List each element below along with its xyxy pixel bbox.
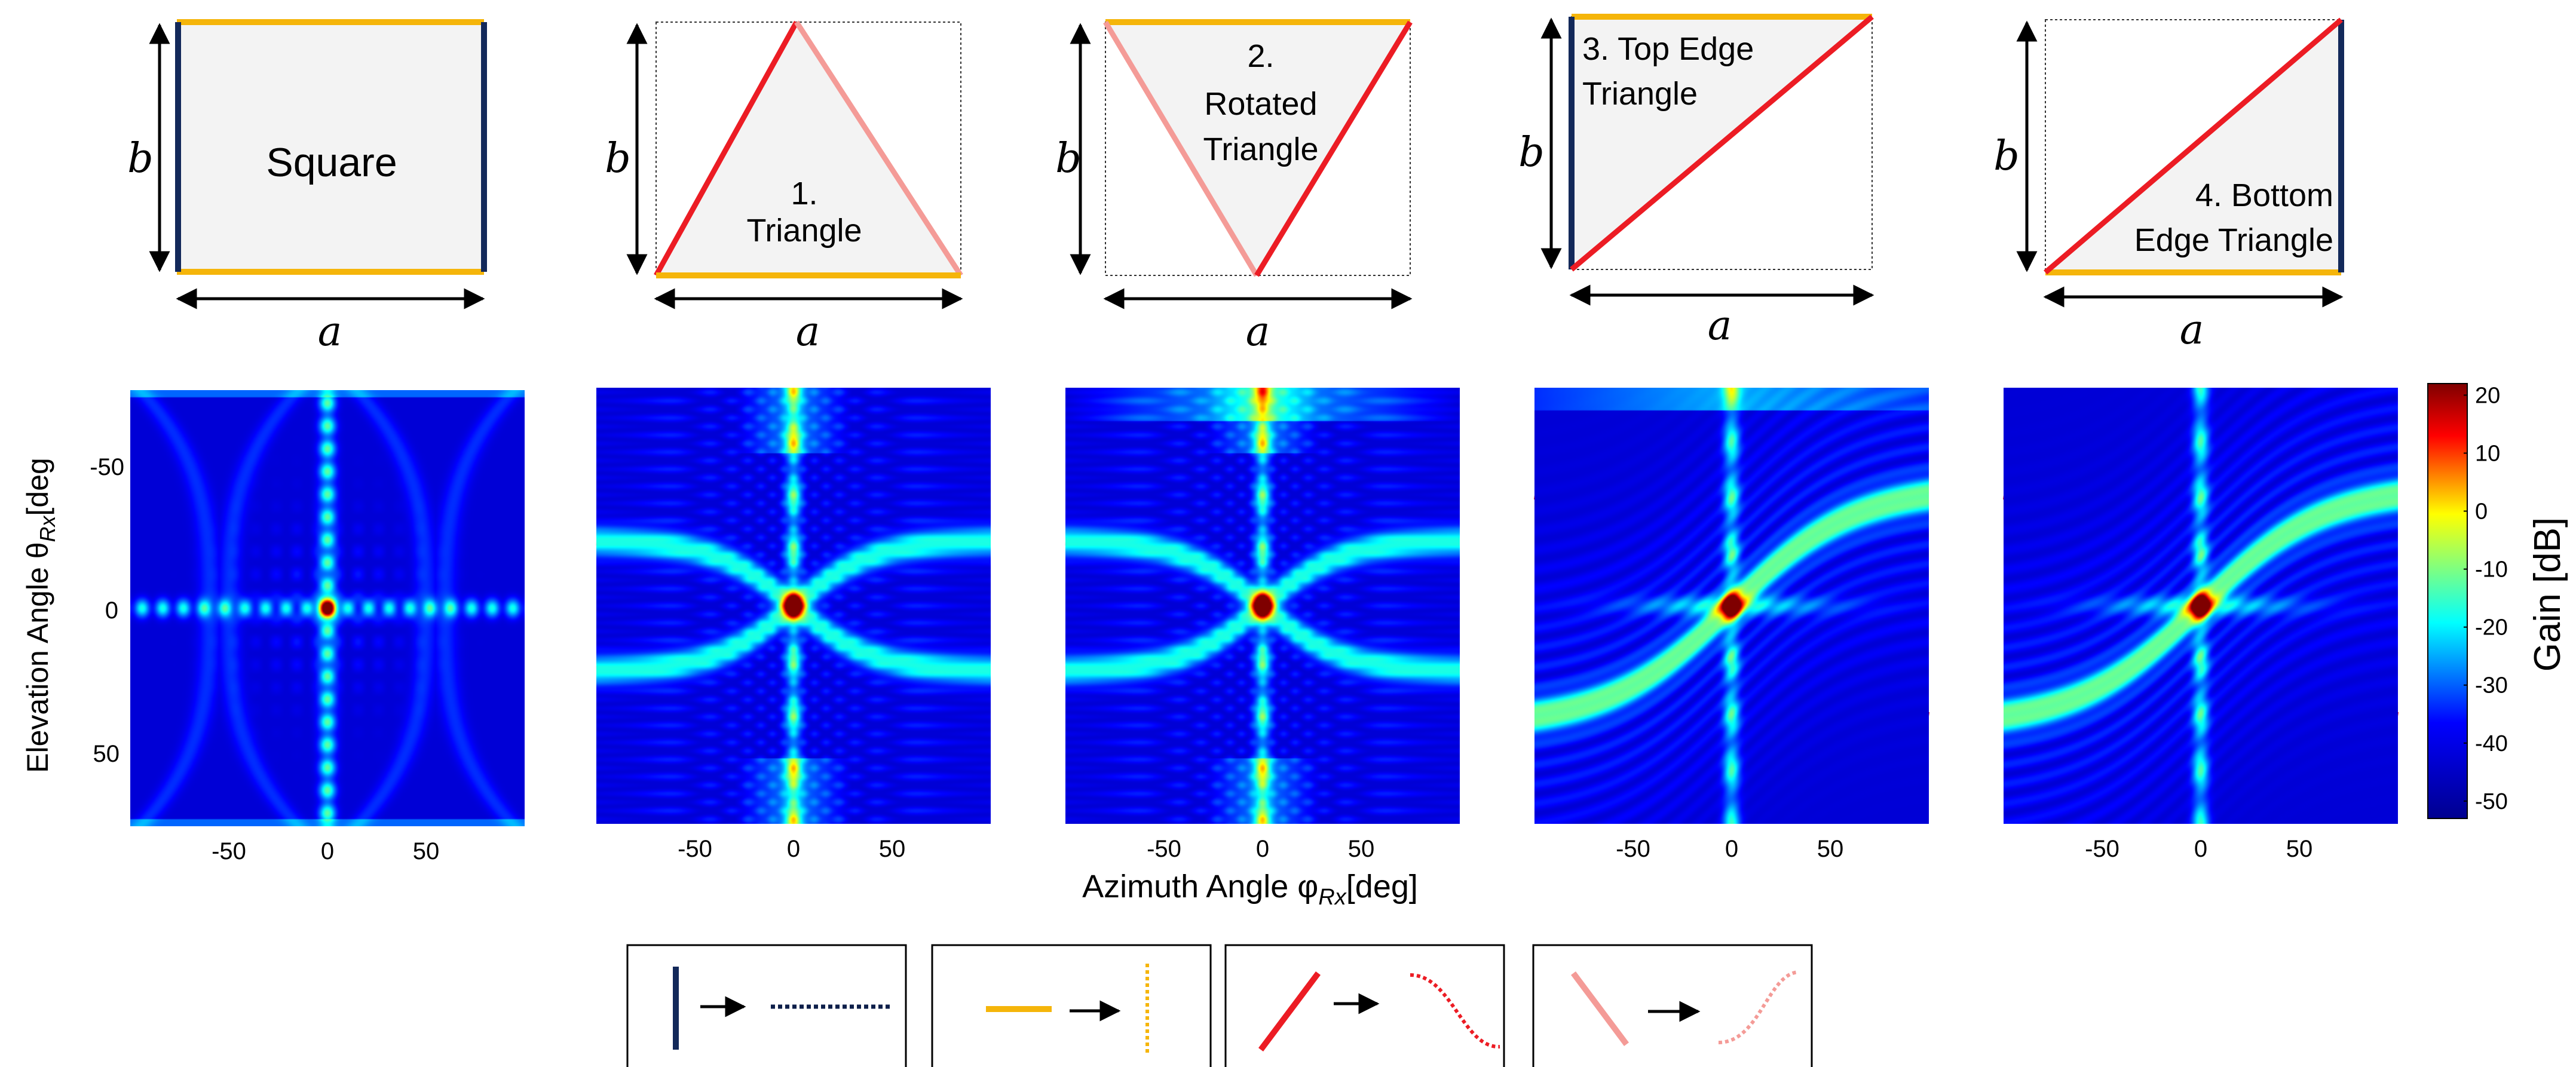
x-tick: 0 bbox=[2194, 836, 2207, 862]
colorbar-tick-label: -40 bbox=[2475, 731, 2508, 756]
triangle-fill bbox=[1105, 22, 1410, 275]
shape-label-line-3: Triangle bbox=[1203, 131, 1318, 167]
y-tick: -50 bbox=[90, 454, 124, 480]
y-axis-panel-1: -50 0 50 bbox=[90, 454, 124, 767]
x-axis-title: Azimuth Angle φRx[deg] bbox=[1082, 869, 1418, 910]
shape-label-line-1: 4. Bottom bbox=[2195, 177, 2333, 213]
heatmap-top-edge-triangle bbox=[1534, 388, 1929, 824]
x-axis-unit: [deg] bbox=[1346, 869, 1418, 905]
shape-label-square: Square bbox=[266, 140, 397, 185]
a-label: a bbox=[796, 308, 820, 355]
heatmap-rotated-triangle bbox=[1065, 388, 1460, 824]
x-axis-subscript: Rx bbox=[1318, 885, 1347, 910]
triangle-fill bbox=[656, 22, 961, 275]
shape-label-line-1: 1. bbox=[791, 176, 817, 211]
triangle-hypotenuse bbox=[1570, 14, 1874, 272]
x-tick: -50 bbox=[1147, 836, 1181, 862]
b-label: b bbox=[605, 135, 631, 182]
colorbar-tick-label: 20 bbox=[2475, 383, 2500, 408]
x-tick: 50 bbox=[1348, 836, 1375, 862]
bounding-box bbox=[1105, 22, 1411, 276]
x-tick: 50 bbox=[879, 836, 906, 862]
x-tick: 0 bbox=[321, 838, 334, 864]
heatmap-square bbox=[130, 390, 525, 826]
geometry-rotated-triangle: b a 2. Rotated Triangle bbox=[1055, 19, 1413, 355]
colorbar-tick-label: -50 bbox=[2475, 789, 2508, 814]
x-tick: -50 bbox=[212, 838, 246, 864]
geometry-square: b a Square bbox=[127, 19, 487, 355]
legend-box bbox=[931, 944, 1212, 1067]
heatmap-triangle bbox=[596, 388, 991, 824]
a-label: a bbox=[318, 308, 342, 355]
y-axis-title: Elevation Angle θRx[deg bbox=[21, 458, 60, 773]
colorbar-label: Gain [dB] bbox=[2527, 517, 2568, 672]
triangle-left-edge bbox=[654, 20, 799, 277]
geometry-triangle: b a 1. Triangle bbox=[605, 20, 963, 355]
colorbar-tick-label: 0 bbox=[2475, 499, 2488, 525]
y-tick: 0 bbox=[105, 597, 118, 624]
shape-label-line-1: 3. Top Edge bbox=[1582, 31, 1754, 67]
x-tick: 50 bbox=[1817, 836, 1844, 862]
legend-item-pink bbox=[1532, 944, 1813, 1067]
colorbar: 20 10 0 -10 -20 -30 -40 -50 Gain [dB] bbox=[2427, 383, 2568, 819]
x-tick: 50 bbox=[2286, 836, 2313, 862]
legend-dotted-cut bbox=[1718, 970, 1799, 1044]
shape-label-line-2: Triangle bbox=[1582, 76, 1698, 112]
a-label: a bbox=[1246, 308, 1270, 355]
y-axis-unit: [deg bbox=[21, 458, 54, 516]
colorbar-tick-label: -20 bbox=[2475, 615, 2508, 640]
legend-box bbox=[1224, 944, 1505, 1067]
colorbar-tick-label: -10 bbox=[2475, 557, 2508, 582]
b-label: b bbox=[1518, 129, 1545, 176]
x-tick: -50 bbox=[1616, 836, 1650, 862]
colorbar-tick-label: -30 bbox=[2475, 673, 2508, 698]
x-axis-title-text: Azimuth Angle φRx[deg] bbox=[1082, 869, 1418, 910]
bounding-box bbox=[656, 22, 961, 276]
legend-item-navy bbox=[626, 944, 907, 1067]
legend bbox=[626, 944, 1813, 1067]
y-tick: 50 bbox=[93, 741, 120, 767]
colorbar-tick-label: 10 bbox=[2475, 441, 2500, 466]
y-axis-subscript: Rx bbox=[35, 514, 60, 542]
triangle-right-edge bbox=[1254, 20, 1413, 277]
shape-label-line-2: Triangle bbox=[746, 213, 862, 249]
x-tick: 0 bbox=[1256, 836, 1269, 862]
legend-dotted-cut bbox=[1410, 973, 1500, 1049]
triangle-hypotenuse bbox=[2044, 17, 2343, 275]
shape-label-line-1: 2. bbox=[1247, 38, 1274, 74]
a-label: a bbox=[1708, 302, 1732, 349]
legend-item-red bbox=[1224, 944, 1505, 1067]
b-label: b bbox=[1993, 133, 2020, 180]
b-label: b bbox=[1055, 135, 1082, 182]
geometry-top-edge-triangle: b a 3. Top Edge Triangle bbox=[1518, 14, 1874, 349]
legend-edge-line bbox=[1570, 971, 1629, 1046]
x-tick-labels: -50 0 50 -50 0 50 -50 0 50 -50 0 50 -50 0 50 bbox=[212, 836, 2312, 864]
triangle-right-edge bbox=[794, 20, 963, 277]
x-tick: 0 bbox=[1725, 836, 1738, 862]
geometry-bottom-edge-triangle: b a 4. Bottom Edge Triangle bbox=[1993, 17, 2344, 354]
legend-box bbox=[626, 944, 907, 1067]
colorbar-ticks: 20 10 0 -10 -20 -30 -40 -50 bbox=[2464, 383, 2508, 814]
heatmap-bottom-edge-triangle bbox=[2004, 388, 2398, 824]
shape-label-line-2: Edge Triangle bbox=[2134, 222, 2333, 258]
shape-label-line-2: Rotated bbox=[1204, 86, 1317, 122]
b-label: b bbox=[127, 135, 154, 182]
x-tick: -50 bbox=[2085, 836, 2119, 862]
a-label: a bbox=[2180, 306, 2204, 354]
square-fill bbox=[178, 22, 484, 272]
triangle-left-edge bbox=[1103, 20, 1259, 277]
x-axis-label: Azimuth Angle φ bbox=[1082, 869, 1318, 905]
legend-item-orange bbox=[931, 944, 1212, 1067]
legend-box bbox=[1532, 944, 1813, 1067]
x-tick: -50 bbox=[678, 836, 712, 862]
y-axis-label: Elevation Angle θ bbox=[21, 542, 54, 772]
x-tick: 50 bbox=[413, 838, 440, 864]
y-axis-title-text: Elevation Angle θRx[deg bbox=[21, 458, 60, 773]
legend-edge-line bbox=[1258, 971, 1321, 1051]
x-tick: 0 bbox=[787, 836, 800, 862]
colorbar-gradient bbox=[2427, 383, 2468, 819]
